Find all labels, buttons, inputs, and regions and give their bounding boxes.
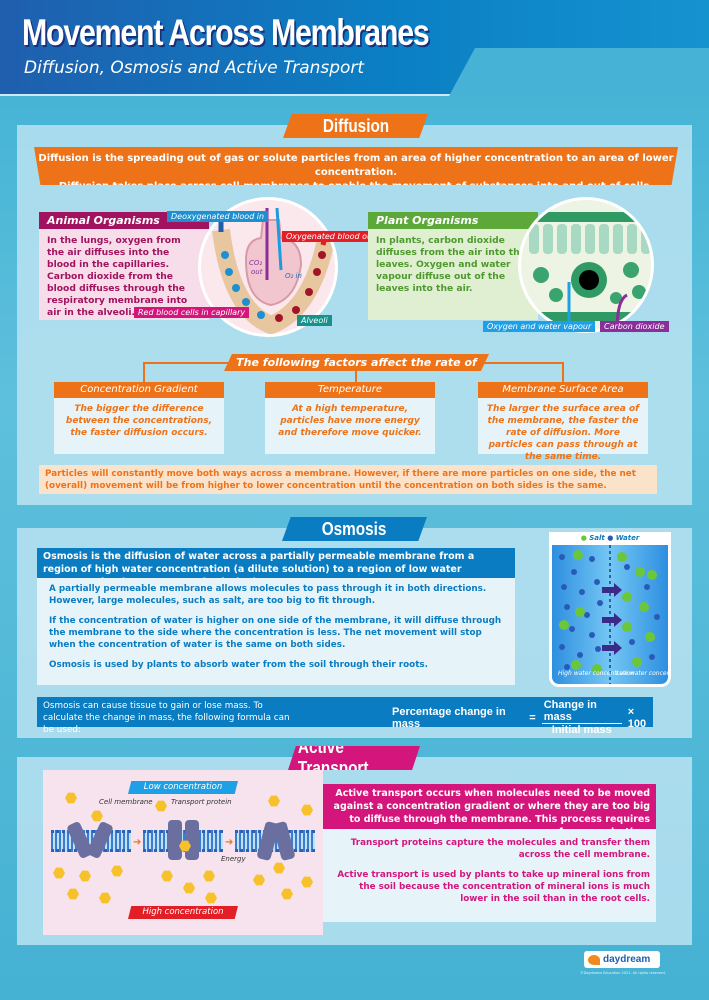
active-transport-heading: Active Transport	[288, 746, 420, 770]
connector-right	[562, 362, 564, 382]
animal-organisms-card: Animal Organisms In the lungs, oxygen fr…	[39, 212, 209, 320]
water-icon: ●	[607, 534, 614, 542]
plant-text: In plants, carbon dioxide diffuses from …	[376, 235, 526, 294]
percentage-change-formula: Percentage change in mass = Change in ma…	[392, 699, 653, 736]
beaker-legend: ● Salt ● Water	[549, 532, 671, 545]
legend-salt: Salt	[589, 534, 605, 542]
molecule-icon	[111, 865, 123, 877]
molecule-icon	[155, 800, 167, 812]
osmosis-paragraph: If the concentration of water is higher …	[49, 616, 502, 650]
brand-name: daydream	[603, 954, 651, 965]
osmosis-paragraph: A partially permeable membrane allows mo…	[49, 584, 487, 606]
factor-heading: Temperature	[265, 382, 435, 398]
transport-protein-icon	[168, 820, 182, 860]
label-energy: Energy	[221, 855, 246, 863]
salt-icon: ●	[580, 534, 587, 542]
formula-equals: =	[529, 711, 536, 724]
factor-heading: Concentration Gradient	[54, 382, 224, 398]
arrow-icon: ➔	[225, 837, 234, 848]
svg-text:O₂ in: O₂ in	[285, 272, 302, 280]
molecule-icon	[99, 892, 111, 904]
factors-title: The following factors affect the rate of…	[224, 354, 489, 371]
osmosis-body: A partially permeable membrane allows mo…	[37, 578, 515, 685]
label-high-concentration: High concentration	[128, 906, 238, 919]
molecule-icon	[253, 874, 265, 886]
formula-intro: Osmosis can cause tissue to gain or lose…	[43, 701, 290, 735]
factor-temperature: Temperature At a high temperature, parti…	[265, 382, 435, 454]
active-transport-paragraph: Active transport is used by plants to ta…	[337, 870, 650, 904]
page-subtitle: Diffusion, Osmosis and Active Transport	[24, 58, 365, 78]
molecule-icon	[53, 867, 65, 879]
connector-middle	[355, 370, 357, 382]
active-transport-diagram: Low concentration High concentration Cel…	[43, 770, 323, 935]
svg-text:High water concentration: High water concentration	[558, 670, 634, 677]
diffusion-note: Particles will constantly move both ways…	[39, 465, 657, 494]
formula-fraction: Change in mass Initial mass	[541, 699, 622, 736]
svg-text:CO₂: CO₂	[249, 259, 262, 267]
formula-bar: Osmosis can cause tissue to gain or lose…	[37, 697, 653, 736]
formula-lhs: Percentage change in mass	[392, 705, 506, 730]
molecule-icon	[79, 870, 91, 882]
svg-text:Low water concentration: Low water concentration	[616, 670, 668, 677]
plant-organisms-card: Plant Organisms In plants, carbon dioxid…	[368, 212, 538, 320]
molecule-icon	[65, 792, 77, 804]
molecule-icon	[268, 795, 280, 807]
legend-water: Water	[615, 534, 640, 542]
molecule-icon	[301, 876, 313, 888]
active-transport-intro: Active transport occurs when molecules n…	[323, 784, 656, 838]
arrow-icon: ➔	[133, 837, 142, 848]
molecule-icon	[273, 862, 285, 874]
header-decoration	[449, 48, 709, 96]
label-oxygenated-blood: Oxygenated blood out	[282, 231, 380, 242]
diffusion-intro: Diffusion is the spreading out of gas or…	[34, 147, 678, 185]
label-cell-membrane: Cell membrane	[99, 798, 153, 806]
factor-text: At a high temperature, particles have mo…	[278, 404, 422, 438]
plant-heading: Plant Organisms	[368, 212, 538, 229]
active-transport-paragraph: Transport proteins capture the molecules…	[350, 838, 650, 860]
molecule-icon	[183, 882, 195, 894]
molecule-icon	[281, 888, 293, 900]
osmosis-intro: Osmosis is the diffusion of water across…	[37, 548, 515, 588]
label-alveoli: Alveoli	[297, 315, 332, 326]
page-title: Movement Across Membranes	[22, 12, 430, 53]
transport-protein-icon	[185, 820, 199, 860]
factor-text: The bigger the difference between the co…	[65, 404, 213, 438]
osmosis-paragraph: Osmosis is used by plants to absorb wate…	[49, 660, 428, 670]
molecule-icon	[301, 804, 313, 816]
factor-concentration-gradient: Concentration Gradient The bigger the di…	[54, 382, 224, 454]
label-deoxygenated-blood: Deoxygenated blood in	[167, 211, 269, 222]
label-transport-protein: Transport protein	[171, 798, 232, 806]
molecule-icon	[161, 870, 173, 882]
osmosis-heading: Osmosis	[282, 517, 427, 541]
leaf-cross-section-illustration	[518, 197, 654, 333]
factor-text: The larger the surface area of the membr…	[486, 404, 640, 462]
label-carbon-dioxide: Carbon dioxide	[600, 321, 669, 332]
molecule-icon	[91, 810, 103, 822]
label-red-blood-cells: Red blood cells in capillary	[134, 307, 250, 318]
connector-left	[143, 362, 145, 382]
factor-membrane-surface-area: Membrane Surface Area The larger the sur…	[478, 382, 648, 462]
poster-header: Movement Across Membranes Diffusion, Osm…	[0, 0, 709, 96]
daydream-logo: daydream	[584, 951, 660, 968]
label-oxygen-water-vapour: Oxygen and water vapour	[483, 321, 596, 332]
daydream-logo-icon	[588, 954, 600, 965]
animal-text: In the lungs, oxygen from the air diffus…	[47, 235, 188, 318]
formula-numerator: Change in mass	[541, 699, 622, 724]
molecule-icon	[179, 840, 191, 852]
svg-text:out: out	[251, 268, 263, 276]
diffusion-heading: Diffusion	[283, 114, 428, 138]
label-low-concentration: Low concentration	[128, 781, 238, 794]
formula-multiplier: × 100	[627, 705, 647, 730]
osmosis-beaker-illustration: High water concentration Low water conce…	[549, 537, 691, 687]
copyright: ©Daydream Education 2021. All rights res…	[580, 971, 666, 975]
molecule-icon	[67, 888, 79, 900]
molecule-icon	[205, 892, 217, 904]
factor-heading: Membrane Surface Area	[478, 382, 648, 398]
formula-denominator: Initial mass	[551, 724, 612, 736]
active-transport-body: Transport proteins capture the molecules…	[323, 829, 656, 922]
animal-heading: Animal Organisms	[39, 212, 209, 229]
molecule-icon	[203, 870, 215, 882]
